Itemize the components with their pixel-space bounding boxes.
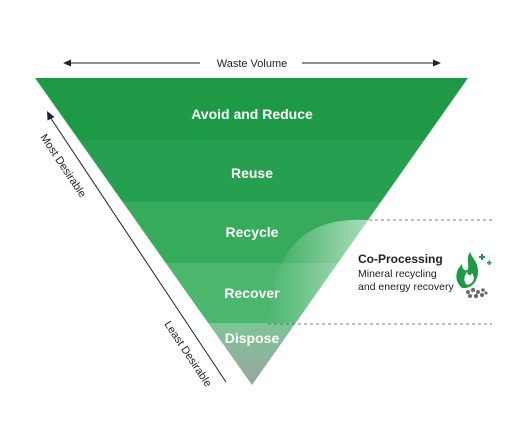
tier-label-recover: Recover <box>224 285 280 301</box>
tier-label-dispose: Dispose <box>225 330 280 346</box>
flame-recycling-icon <box>456 252 492 299</box>
co-processing-title: Co-Processing <box>358 252 443 266</box>
least-desirable-label: Least Desirable <box>162 319 214 389</box>
tier-band-avoid <box>35 78 468 140</box>
waste-volume-label: Waste Volume <box>217 58 288 70</box>
co-processing-line1: Mineral recycling <box>358 268 437 280</box>
tier-label-recycle: Recycle <box>226 224 279 240</box>
co-processing-line2: and energy recovery <box>358 281 454 293</box>
tier-label-avoid-and-reduce: Avoid and Reduce <box>191 106 313 122</box>
waste-volume-arrow: Waste Volume <box>63 58 441 70</box>
tier-label-reuse: Reuse <box>231 165 273 181</box>
